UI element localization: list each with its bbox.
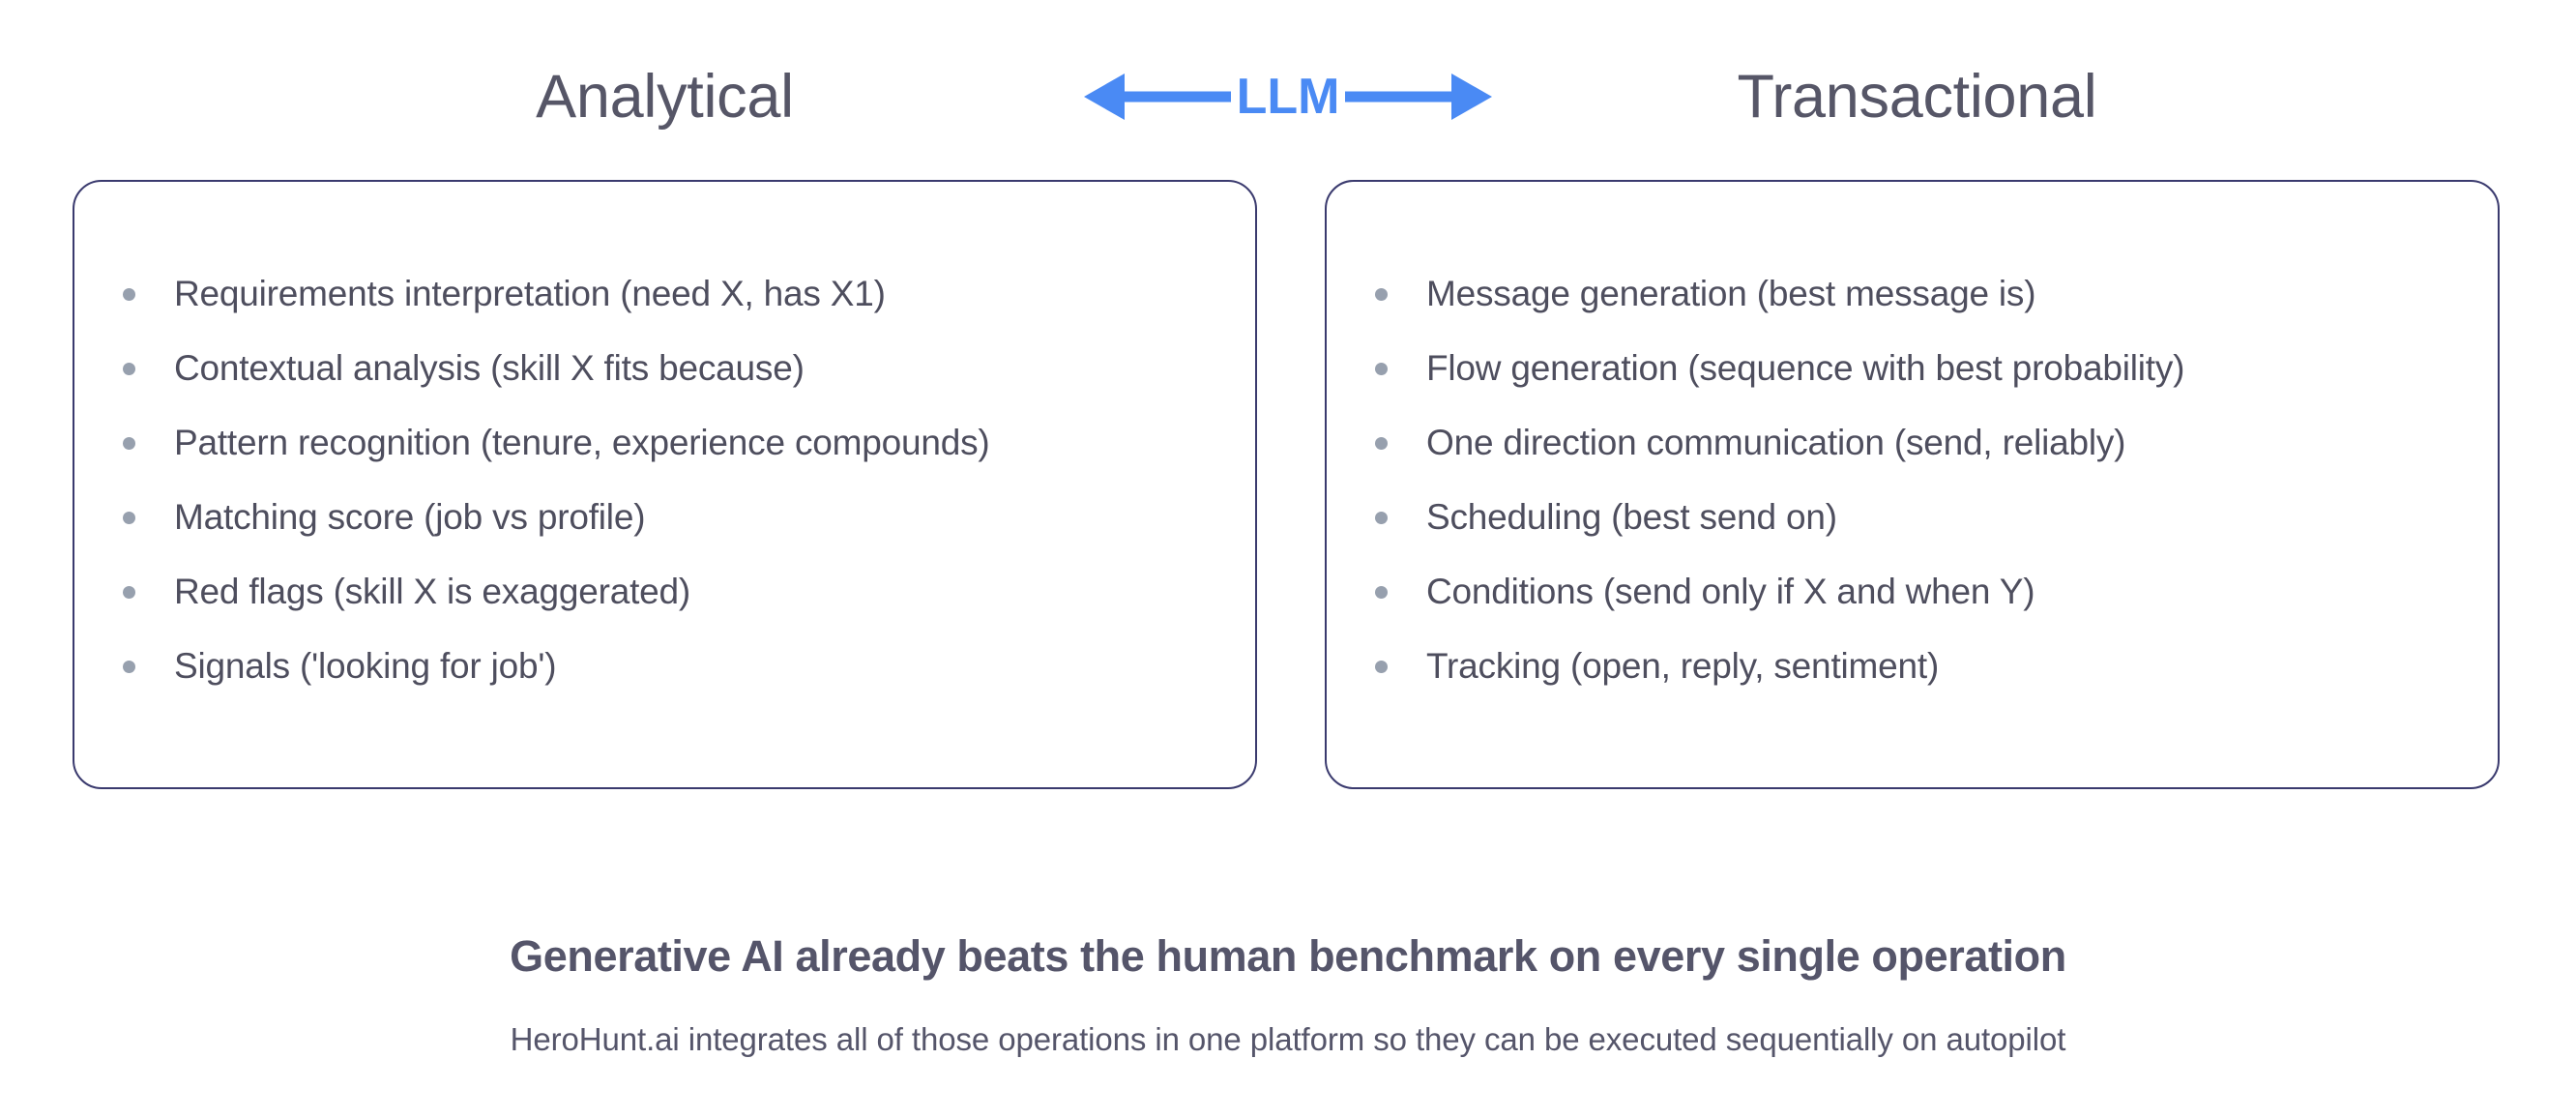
bullet-dot-icon <box>1375 586 1388 599</box>
bullet-dot-icon <box>123 661 135 673</box>
bullet-dot-icon <box>123 512 135 524</box>
analytical-card: Requirements interpretation (need X, has… <box>73 180 1257 789</box>
list-item-label: Flow generation (sequence with best prob… <box>1426 348 2185 388</box>
bullet-dot-icon <box>123 437 135 450</box>
list-item-label: Scheduling (best send on) <box>1426 497 1837 537</box>
transactional-heading-wrapper: Transactional <box>1325 62 2509 131</box>
list-item-label: Pattern recognition (tenure, experience … <box>174 423 990 462</box>
list-item: One direction communication (send, relia… <box>1348 423 2498 498</box>
llm-label: LLM <box>1236 69 1340 125</box>
bullet-dot-icon <box>1375 661 1388 673</box>
llm-bidirectional-arrow: LLM <box>1083 60 1493 133</box>
list-item-label: One direction communication (send, relia… <box>1426 423 2126 462</box>
analytical-bullet-list: Requirements interpretation (need X, has… <box>74 182 1255 721</box>
list-item-label: Contextual analysis (skill X fits becaus… <box>174 348 805 388</box>
bullet-dot-icon <box>1375 437 1388 450</box>
arrow-right-icon <box>1345 68 1493 126</box>
list-item-label: Requirements interpretation (need X, has… <box>174 274 886 313</box>
list-item: Message generation (best message is) <box>1348 274 2498 349</box>
list-item: Conditions (send only if X and when Y) <box>1348 572 2498 647</box>
arrow-left-icon <box>1083 68 1231 126</box>
list-item: Tracking (open, reply, sentiment) <box>1348 646 2498 721</box>
list-item-label: Conditions (send only if X and when Y) <box>1426 572 2035 611</box>
list-item: Red flags (skill X is exaggerated) <box>96 572 1255 647</box>
list-item-label: Message generation (best message is) <box>1426 274 2036 313</box>
footer-section: Generative AI already beats the human be… <box>0 930 2576 1059</box>
bullet-dot-icon <box>123 586 135 599</box>
list-item: Scheduling (best send on) <box>1348 497 2498 573</box>
list-item-label: Red flags (skill X is exaggerated) <box>174 572 691 611</box>
list-item: Requirements interpretation (need X, has… <box>96 274 1255 349</box>
analytical-heading-wrapper: Analytical <box>73 62 1257 131</box>
analytical-column-title: Analytical <box>536 62 794 131</box>
transactional-bullet-list: Message generation (best message is) Flo… <box>1327 182 2498 721</box>
bullet-dot-icon <box>1375 363 1388 375</box>
list-item: Pattern recognition (tenure, experience … <box>96 423 1255 498</box>
bullet-dot-icon <box>1375 288 1388 301</box>
bullet-dot-icon <box>123 288 135 301</box>
bullet-dot-icon <box>123 363 135 375</box>
column-headings-row: Analytical Transactional <box>0 43 2576 151</box>
bullet-dot-icon <box>1375 512 1388 524</box>
list-item: Flow generation (sequence with best prob… <box>1348 348 2498 424</box>
footer-headline: Generative AI already beats the human be… <box>510 931 2066 981</box>
list-item-label: Matching score (job vs profile) <box>174 497 646 537</box>
list-item: Matching score (job vs profile) <box>96 497 1255 573</box>
list-item: Signals ('looking for job') <box>96 646 1255 721</box>
list-item: Contextual analysis (skill X fits becaus… <box>96 348 1255 424</box>
transactional-column-title: Transactional <box>1737 62 2097 131</box>
list-item-label: Tracking (open, reply, sentiment) <box>1426 646 1940 686</box>
footer-subtitle: HeroHunt.ai integrates all of those oper… <box>510 1021 2066 1057</box>
list-item-label: Signals ('looking for job') <box>174 646 557 686</box>
transactional-card: Message generation (best message is) Flo… <box>1325 180 2500 789</box>
